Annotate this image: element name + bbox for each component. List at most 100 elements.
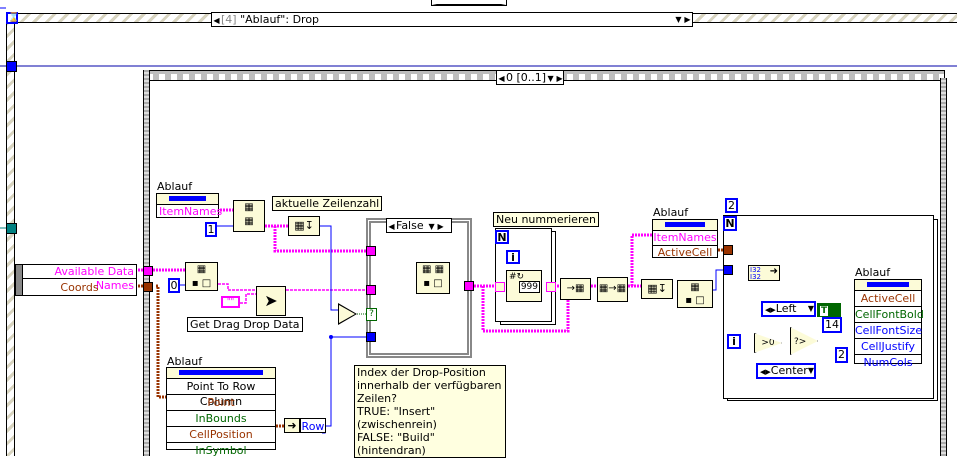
wire-int[interactable] [320, 225, 338, 311]
empty-string-constant[interactable]: "" [221, 296, 240, 308]
increment-arrow-icon[interactable]: ▶ [684, 15, 691, 24]
for-loop-iteration-terminal[interactable]: i [506, 250, 520, 264]
decrement-arrow-icon[interactable]: ◀ [388, 222, 395, 231]
index-array-node-2[interactable]: ▦▪ □ [677, 280, 713, 308]
property-activecell[interactable]: ActiveCell [855, 291, 921, 307]
property-activecell[interactable]: ActiveCell [657, 246, 713, 259]
for-loop-count-terminal[interactable]: N [495, 230, 509, 244]
param-insymbol[interactable]: InSymbol [195, 444, 247, 457]
build-array-node[interactable]: ▦ ▦▪ □ [416, 262, 450, 294]
wire-string-array[interactable] [481, 286, 570, 333]
dropdown-arrow-icon[interactable]: ▼ [807, 366, 814, 375]
dropdown-arrow-icon[interactable]: ▼ [547, 74, 554, 83]
const-2[interactable]: 2 [835, 347, 848, 363]
tunnel-refnum[interactable] [6, 223, 17, 234]
increment-arrow-icon[interactable]: ▶ [437, 222, 444, 231]
tunnel-cluster[interactable] [723, 245, 733, 255]
tunnel-int[interactable] [6, 61, 17, 72]
wire-string-array[interactable] [273, 226, 368, 253]
bundle-input-type: I32 [750, 266, 761, 274]
event-case-selector[interactable]: ◀[4] "Ablauf": Drop ▼▶ [211, 12, 693, 27]
tunnel-string-array[interactable] [366, 246, 376, 256]
ablauf-itemnames-property-node[interactable]: ItemNames [156, 193, 223, 218]
param-cellposition[interactable]: CellPosition [167, 427, 275, 443]
wire-int[interactable] [713, 269, 724, 291]
bool-value: T [820, 306, 829, 316]
arrow-right-icon: ➜ [769, 266, 778, 277]
index-array-node[interactable]: ▦▪ □ [185, 262, 218, 291]
boolean-true-constant[interactable]: T [817, 303, 841, 317]
decrement-arrow-icon[interactable]: ◀ [213, 16, 220, 25]
decrement-arrow-icon[interactable]: ◀ [498, 74, 505, 83]
tunnel-string[interactable] [366, 285, 376, 295]
sequence-right-border[interactable] [940, 78, 947, 456]
event-structure-left-border[interactable] [6, 13, 15, 456]
enum-value: Center [770, 364, 808, 377]
ablauf-mid-property-node[interactable]: ItemNames ActiveCell [652, 219, 718, 259]
const-one[interactable]: 1 [205, 222, 217, 237]
const-14[interactable]: 14 [822, 317, 842, 333]
loop-count-constant[interactable]: 2 [725, 198, 738, 213]
enum-center-constant[interactable]: ◀▶Center▼ [756, 363, 816, 379]
top-partial-control[interactable] [431, 0, 507, 6]
const-zero[interactable]: 0 [168, 278, 180, 293]
tunnel-string-array[interactable] [143, 266, 153, 276]
build-array-concat-node[interactable]: →▦ [560, 278, 591, 300]
transpose-array-node[interactable]: ▦→▦ [597, 277, 628, 302]
event-data-node[interactable]: Available Data Names Coords [15, 264, 137, 296]
array-subset-node[interactable]: ▦▦ [233, 200, 265, 232]
sequence-frame-selector[interactable]: ◀0 [0..1]▼▶ [496, 70, 564, 85]
increment-arrow-icon[interactable]: ▶ [556, 74, 563, 83]
enum-arrows-icon: ◀▶ [765, 306, 776, 314]
bundle-input-type: I32 [750, 273, 761, 281]
enum-left-constant[interactable]: ◀▶Left ▼ [761, 301, 816, 317]
point-to-row-column-method-node[interactable]: Point To Row Column Point InBounds CellP… [166, 367, 276, 457]
ablauf-right-property-node[interactable]: ActiveCell CellFontBold CellFontSize Cel… [854, 279, 924, 369]
wire-string[interactable] [240, 293, 256, 304]
property-cellfontbold[interactable]: CellFontBold [855, 308, 924, 323]
property-node-title: Ablauf [157, 180, 193, 193]
array-size-node[interactable]: ▦↧ [288, 216, 320, 236]
event-data-item[interactable]: Available Data Names [23, 265, 136, 292]
tunnel-int[interactable] [366, 332, 376, 342]
param-point[interactable]: Point [167, 395, 275, 411]
bundle-node[interactable]: I32 I32 ➜ [748, 265, 780, 281]
get-drag-drop-data-node[interactable]: ➤ [256, 286, 286, 316]
event-data-item[interactable]: Coords [60, 281, 99, 294]
case-structure-selector[interactable]: ◀False ▼▶ [386, 218, 452, 233]
case-index: [4] [221, 13, 237, 26]
dropdown-arrow-icon[interactable]: ▼ [807, 304, 814, 313]
tunnel-string-array-out[interactable] [464, 281, 474, 291]
comment-line: TRUE: "Insert" (zwischenrein) [357, 405, 437, 431]
hourglass-icon[interactable]: ⌛ [6, 12, 20, 24]
for-loop-count-terminal[interactable]: N [723, 216, 737, 231]
sequence-left-border[interactable] [143, 70, 150, 456]
wire-cluster[interactable] [156, 284, 168, 399]
comment-line: FALSE: "Build" (hintendran) [357, 431, 435, 457]
wire-string[interactable] [218, 283, 256, 291]
number-to-string-node[interactable]: #↻ 999 [506, 270, 542, 302]
enum-value: Left [775, 302, 797, 315]
property-cellfontsize[interactable]: CellFontSize [855, 324, 923, 339]
property-numcols[interactable]: NumCols [863, 356, 913, 369]
dropdown-arrow-icon[interactable]: ▼ [675, 15, 682, 24]
method-name: Point To Row Column [167, 379, 275, 408]
unbundle-by-name-node[interactable]: ➜ [284, 418, 300, 433]
param-inbounds[interactable]: InBounds [167, 411, 275, 427]
tunnel-index-out[interactable] [546, 282, 556, 292]
case-selector-terminal[interactable]: ? [366, 308, 377, 321]
tunnel-cluster[interactable] [143, 282, 153, 292]
array-size-node-2[interactable]: ▦↧ [641, 279, 673, 299]
for-loop-iteration-terminal[interactable]: i [727, 334, 741, 349]
property-node-title: Ablauf [653, 206, 689, 219]
property-itemnames[interactable]: ItemNames [653, 231, 717, 246]
dropdown-arrow-icon[interactable]: ▼ [428, 222, 435, 231]
unbundle-row-element[interactable]: Row [300, 418, 326, 433]
tunnel-int[interactable] [723, 265, 733, 275]
tunnel-index-in[interactable] [495, 282, 505, 292]
wire-string-array[interactable] [630, 233, 652, 286]
property-itemnames[interactable]: ItemNames [159, 205, 223, 218]
property-celljustify[interactable]: CellJustify [855, 339, 921, 355]
case-value: False [396, 219, 424, 232]
greater-or-equal-fill [339, 305, 355, 323]
